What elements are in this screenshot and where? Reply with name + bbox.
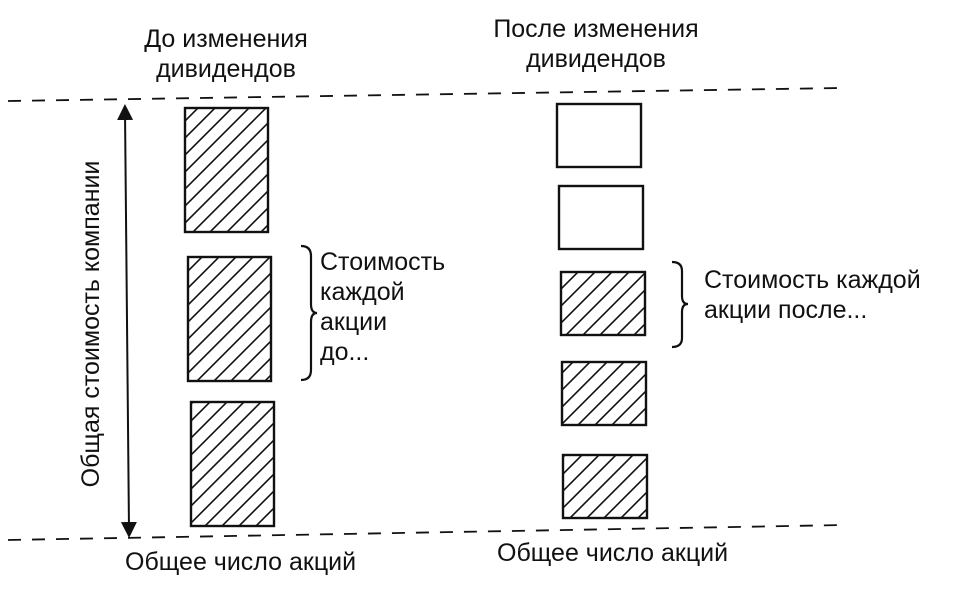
before-annotation-line: Стоимость	[320, 248, 446, 276]
before-heading-line2: дивидендов	[156, 55, 296, 83]
after-heading-line1: После изменения	[493, 15, 699, 43]
before-brace	[300, 244, 318, 382]
after-share-block	[560, 360, 648, 427]
before-share-block	[189, 400, 276, 528]
after-annotation-line: Стоимость каждой	[704, 266, 921, 294]
after-heading-line2: дивидендов	[526, 45, 666, 73]
after-share-block	[561, 453, 649, 520]
after-share-block	[557, 184, 645, 251]
total-value-arrow	[117, 104, 137, 538]
before-annotation-line: до...	[320, 338, 370, 366]
before-shares	[183, 106, 276, 528]
before-footer: Общее число акций	[125, 548, 357, 576]
after-annotation: Стоимость каждой акции после...	[704, 265, 921, 325]
before-annotation-line: каждой	[320, 278, 405, 306]
after-heading: После изменения дивидендов	[471, 14, 721, 74]
after-brace	[671, 260, 689, 349]
before-share-block	[183, 106, 270, 234]
after-annotation-line: акции после...	[704, 296, 868, 324]
after-share-block	[555, 102, 643, 169]
before-annotation: Стоимость каждой акции до...	[320, 247, 445, 367]
before-share-block	[186, 255, 273, 383]
before-heading-line1: До изменения	[144, 25, 308, 53]
before-heading: До изменения дивидендов	[126, 24, 326, 84]
total-value-axis-label: Общая стоимость компании	[77, 160, 105, 488]
bottom-dashed-line	[7, 524, 846, 541]
before-annotation-line: акции	[320, 308, 388, 336]
after-footer: Общее число акций	[497, 539, 729, 567]
after-shares	[555, 102, 649, 520]
after-share-block	[559, 270, 647, 337]
top-dashed-line	[7, 87, 841, 102]
